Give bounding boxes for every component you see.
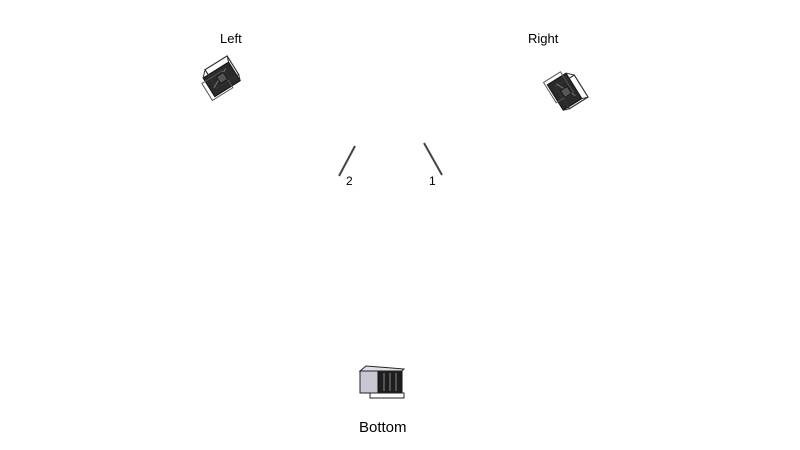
marker-2-line bbox=[338, 145, 356, 177]
bottom-camera-icon bbox=[358, 365, 406, 399]
bottom-label: Bottom bbox=[359, 419, 407, 436]
right-camera-icon bbox=[542, 71, 589, 111]
marker-1-label: 1 bbox=[429, 174, 436, 188]
left-label: Left bbox=[220, 31, 242, 46]
marker-1-line bbox=[423, 142, 443, 176]
right-label: Right bbox=[528, 31, 559, 46]
marker-2-label: 2 bbox=[346, 174, 353, 188]
left-camera-icon bbox=[201, 55, 241, 102]
